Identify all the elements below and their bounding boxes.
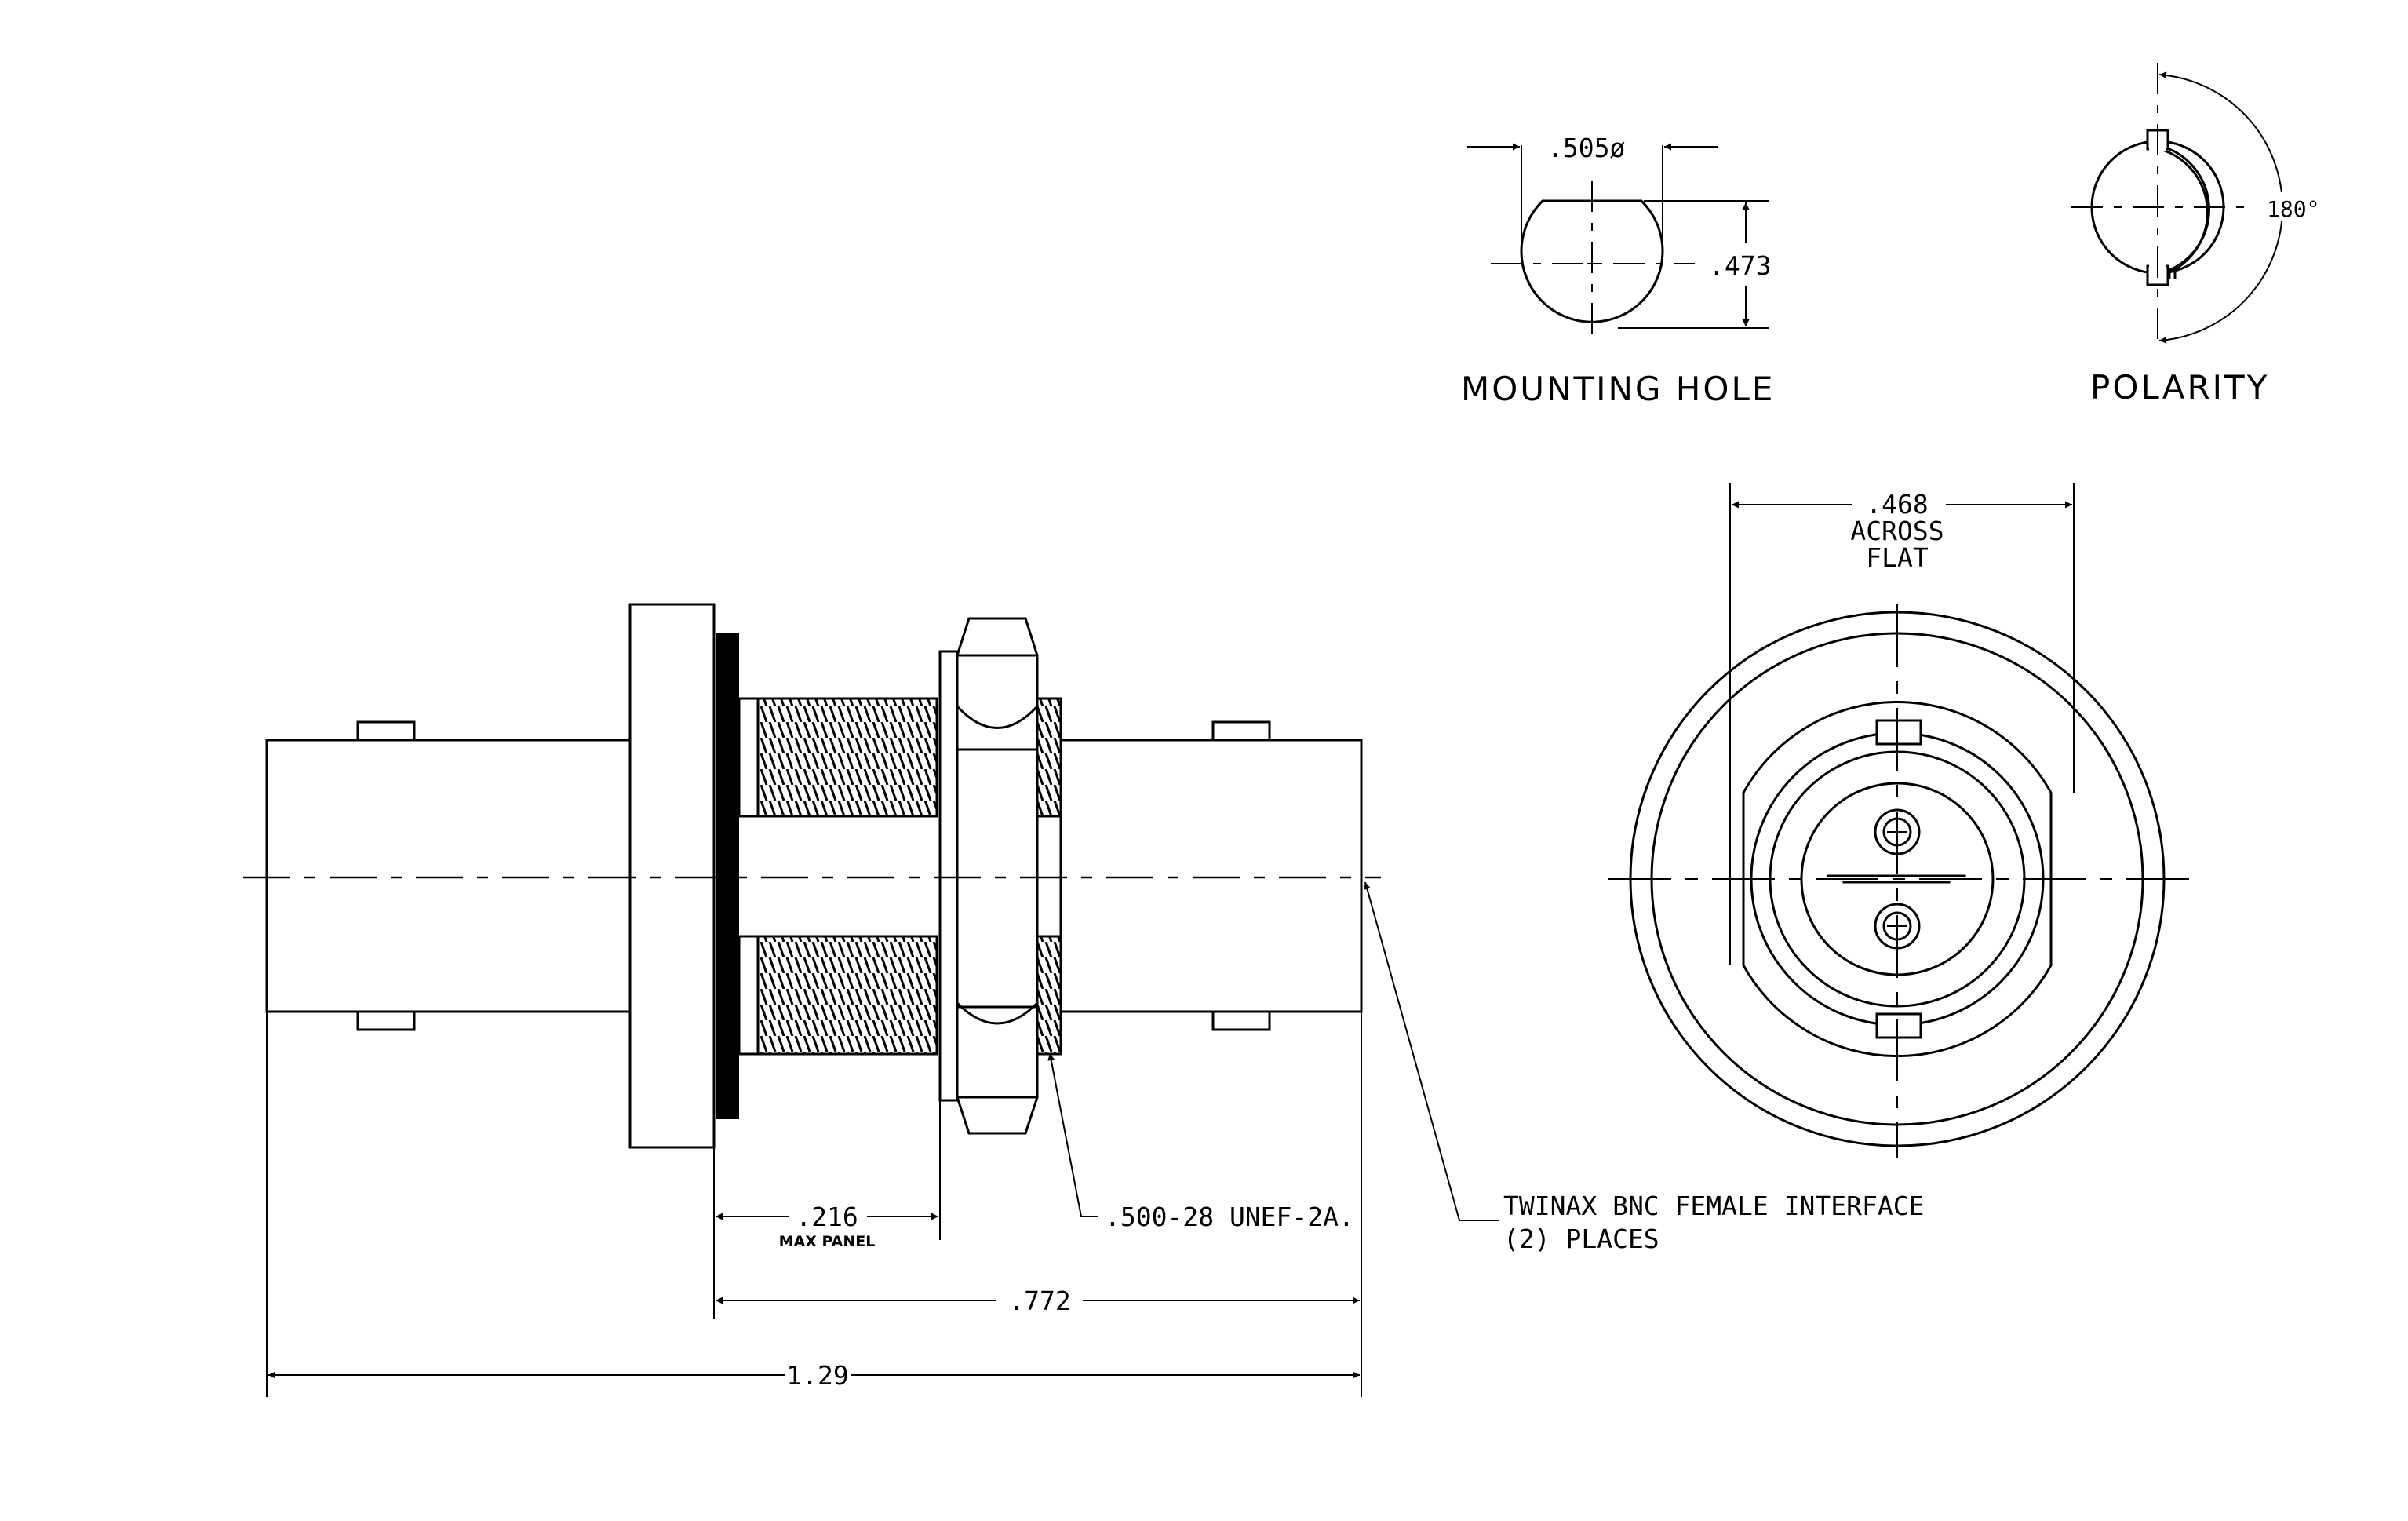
overall-length-label: 1.29 (786, 1360, 848, 1391)
rear-length-label: .772 (1008, 1286, 1070, 1316)
hex-flat-outline (1742, 701, 2053, 1057)
end-view: .468 ACROSS FLAT (1608, 483, 2189, 1158)
right-bnc-body (1059, 739, 1363, 1013)
left-bnc-body (265, 739, 632, 1013)
mounting-hole-view: .505ø .473 MOUNTING HOLE (1461, 133, 1775, 408)
mounting-hole-title: MOUNTING HOLE (1461, 370, 1775, 408)
panel-note-label: MAX PANEL (779, 1233, 876, 1250)
interface-note-line1: TWINAX BNC FEMALE INTERFACE (1503, 1191, 1924, 1221)
thread-lower (756, 935, 938, 1056)
interface-note-line2: (2) PLACES (1503, 1224, 1659, 1254)
panel-thickness-label: .216 (796, 1202, 858, 1232)
hex-nut (956, 617, 1039, 1135)
polarity-title: POLARITY (2090, 368, 2269, 407)
polarity-key-outline (2146, 130, 2210, 279)
mounting-hole-flat-label: .473 (1709, 250, 1771, 281)
polarity-angle-label: 180° (2267, 196, 2319, 222)
across-flat-line3: FLAT (1866, 542, 1929, 573)
thread-spec-label: .500-28 UNEF-2A. (1105, 1202, 1354, 1232)
side-view: .216 MAX PANEL .500-28 UNEF-2A. .772 1.2… (243, 603, 1924, 1397)
gasket (716, 633, 739, 1119)
polarity-view: 180° POLARITY (2071, 63, 2322, 407)
mounting-hole-diameter-label: .505ø (1547, 133, 1625, 163)
across-flat-value: .468 (1866, 489, 1928, 520)
washer (938, 650, 959, 1102)
thread-upper (756, 697, 938, 818)
flange (628, 603, 716, 1149)
across-flat-line2: ACROSS (1850, 516, 1944, 546)
